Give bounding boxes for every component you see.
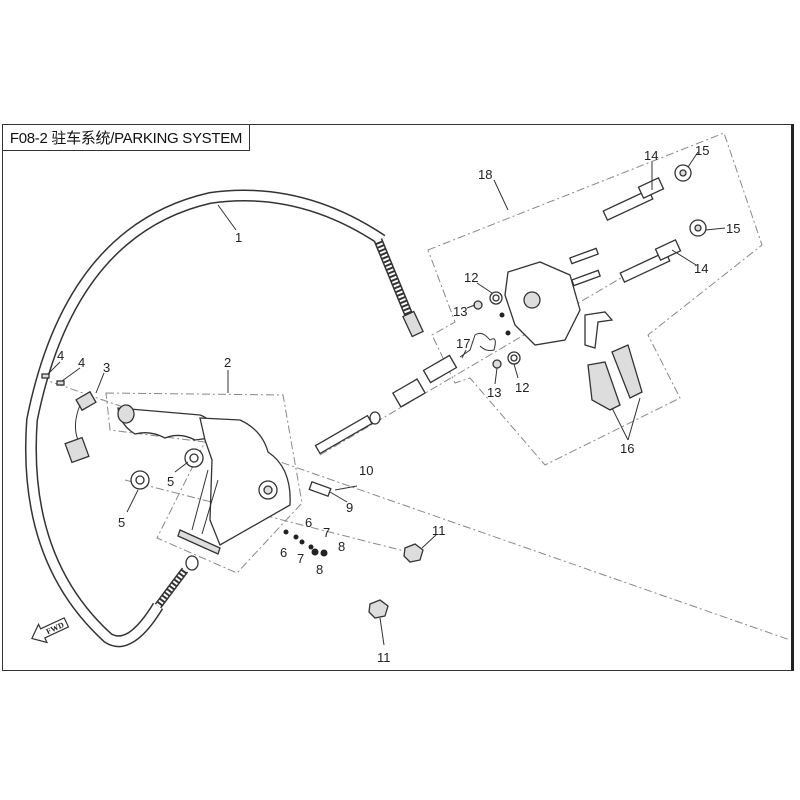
callout-3: 3: [103, 360, 110, 375]
callout-12: 12: [464, 270, 478, 285]
parking-cable: [25, 189, 424, 648]
callout-14: 14: [694, 261, 708, 276]
ring-13: [473, 300, 483, 310]
caliper-body: [504, 261, 581, 346]
bolt-11: [368, 599, 389, 619]
centerline: [124, 479, 421, 556]
callout-9: 9: [346, 500, 353, 515]
washers-nuts: [283, 529, 328, 557]
callout-6: 6: [305, 515, 312, 530]
centerline: [319, 254, 661, 456]
callout-14: 14: [644, 148, 658, 163]
pin-9: [308, 480, 332, 498]
callout-15: 15: [695, 143, 709, 158]
lever-assembly-box: [105, 392, 303, 574]
callout-5: 5: [118, 515, 125, 530]
callout-4: 4: [78, 355, 85, 370]
spring-17: [459, 332, 496, 358]
callout-13: 13: [487, 385, 501, 400]
callout-4: 4: [57, 348, 64, 363]
callout-7: 7: [323, 525, 330, 540]
callout-18: 18: [478, 167, 492, 182]
callout-5: 5: [167, 474, 174, 489]
brake-pads-16: [584, 311, 643, 411]
diagram-title: F08-2 驻车系统/PARKING SYSTEM: [2, 124, 250, 151]
bolt-14: [619, 239, 682, 283]
callout-11: 11: [377, 650, 391, 665]
parking-lever: [117, 404, 291, 555]
callout-12: 12: [515, 380, 529, 395]
callout-1: 1: [235, 230, 242, 245]
callout-13: 13: [453, 304, 467, 319]
callout-15: 15: [726, 221, 740, 236]
callout-8: 8: [316, 562, 323, 577]
callout-17: 17: [456, 336, 470, 351]
bolt-11: [403, 543, 424, 563]
guide-pins: [568, 247, 602, 287]
screw-4: [41, 373, 50, 379]
callout-10: 10: [359, 463, 373, 478]
brake-switch: [41, 373, 97, 464]
diagram-frame: [2, 124, 794, 671]
callout-7: 7: [297, 551, 304, 566]
leader-lines: [47, 151, 726, 646]
callout-6: 6: [280, 545, 287, 560]
callout-8: 8: [338, 539, 345, 554]
callout-11: 11: [432, 523, 446, 538]
bolt-14: [602, 177, 665, 221]
caliper-shaft: [314, 354, 458, 455]
ring-13: [492, 359, 502, 369]
caliper-assembly-box: [427, 132, 763, 466]
screw-4: [56, 380, 65, 386]
fwd-label: FWD: [45, 620, 66, 636]
forward-arrow-icon: FWD: [31, 617, 70, 644]
callout-16: 16: [620, 441, 634, 456]
callout-2: 2: [224, 355, 231, 370]
